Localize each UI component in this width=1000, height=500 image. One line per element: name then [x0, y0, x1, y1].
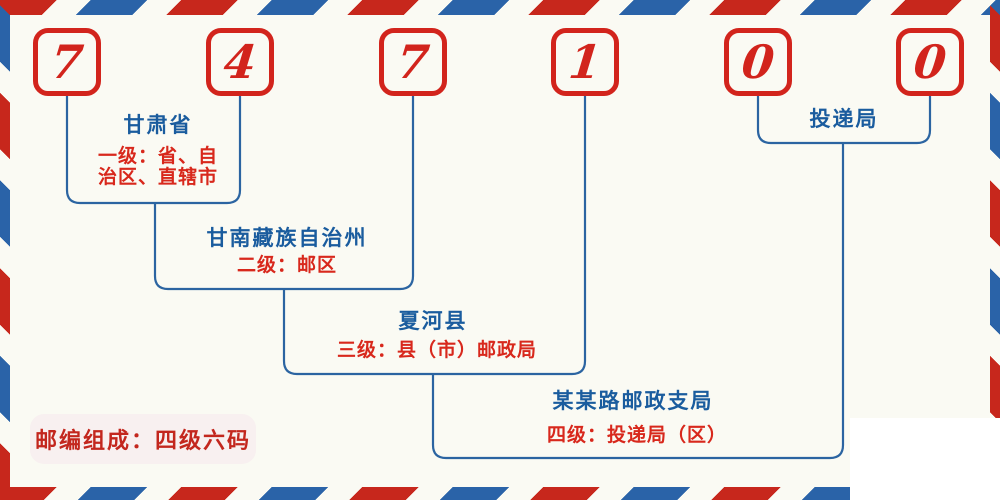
- blank-corner-patch: [850, 418, 1000, 500]
- digit-box-6: 0: [896, 28, 964, 96]
- connector-level4-bracket: [431, 143, 845, 460]
- level1-name: 甘肃省: [123, 114, 193, 137]
- level2-name: 甘南藏族自治州: [206, 227, 368, 250]
- delivery-office-label: 投递局: [809, 108, 879, 131]
- airmail-border-left: [0, 0, 10, 500]
- connector-delivery-bracket: [756, 96, 932, 145]
- connector-level1-bracket: [65, 96, 242, 205]
- digit-5: 0: [739, 35, 777, 89]
- level2-desc: 二级：邮区: [236, 255, 338, 276]
- connector-level3-bracket: [282, 96, 587, 376]
- digit-3: 7: [394, 35, 432, 89]
- digit-box-3: 7: [379, 28, 447, 96]
- digit-6: 0: [911, 35, 949, 89]
- airmail-border-bottom: [0, 487, 1000, 500]
- digit-box-4: 1: [551, 28, 619, 96]
- level1-desc-line2: 治区、直辖市: [97, 167, 219, 188]
- level4-name: 某某路邮政支局: [552, 390, 714, 413]
- airmail-border-right: [990, 0, 1000, 500]
- digit-box-1: 7: [33, 28, 101, 96]
- level3-name: 夏河县: [398, 310, 468, 333]
- airmail-border-top: [0, 0, 1000, 15]
- postal-code-composition-text: 邮编组成：四级六码: [34, 428, 251, 453]
- level1-desc-line1: 一级：省、自: [97, 146, 219, 167]
- digit-box-5: 0: [724, 28, 792, 96]
- digit-4: 1: [566, 35, 604, 89]
- digit-box-2: 4: [206, 28, 274, 96]
- digit-1: 7: [48, 35, 86, 89]
- postal-code-composition-badge: 邮编组成：四级六码: [30, 414, 256, 464]
- level3-desc: 三级：县（市）邮政局: [336, 340, 538, 361]
- level4-desc: 四级：投递局（区）: [546, 425, 728, 446]
- digit-2: 4: [221, 35, 259, 89]
